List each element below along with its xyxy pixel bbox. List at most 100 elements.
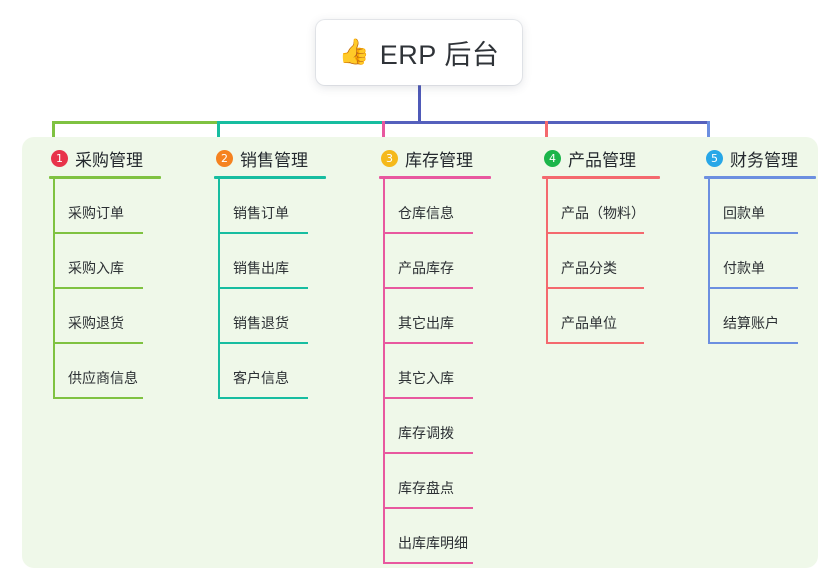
list-item-label: 供应商信息 [68, 370, 138, 386]
list-item-rule [546, 342, 644, 344]
list-item[interactable]: 采购订单 [35, 179, 195, 234]
list-item-label: 销售退货 [233, 315, 289, 331]
list-item[interactable]: 出库库明细 [365, 509, 525, 564]
branch-item-list-4: 产品（物料） 产品分类产品单位 [528, 179, 688, 344]
branch-badge-4: 4 [544, 149, 561, 167]
list-item-label: 产品分类 [561, 260, 617, 276]
list-item[interactable]: 库存盘点 [365, 454, 525, 509]
branch-badge-2: 2 [216, 149, 233, 167]
list-item-rule [383, 507, 473, 509]
branch-item-list-5: 回款单付款单结算账户 [690, 179, 839, 344]
list-item[interactable]: 结算账户 [690, 289, 839, 344]
connector-bar-segment-1 [52, 121, 217, 124]
list-item[interactable]: 采购入库 [35, 234, 195, 289]
branch-header-2[interactable]: 2 销售管理 [200, 145, 360, 171]
list-item[interactable]: 销售订单 [200, 179, 360, 234]
list-item[interactable]: 产品单位 [528, 289, 688, 344]
branch-title-1: 采购管理 [75, 150, 143, 170]
root-node[interactable]: 👍 ERP 后台 [316, 20, 522, 85]
list-item-label: 采购订单 [68, 205, 124, 221]
list-item-rule [383, 397, 473, 399]
branch-title-5: 财务管理 [730, 150, 798, 170]
thumbs-up-icon: 👍 [338, 38, 370, 66]
branch-header-rule-1 [49, 176, 161, 179]
branch-title-3: 库存管理 [405, 150, 473, 170]
branch-badge-1: 1 [51, 149, 68, 167]
list-item-label: 产品（物料） [561, 205, 645, 221]
list-item-rule [546, 287, 644, 289]
list-item-label: 其它出库 [398, 315, 454, 331]
branch-header-rule-4 [542, 176, 660, 179]
list-item[interactable]: 客户信息 [200, 344, 360, 399]
list-item-rule [218, 342, 308, 344]
list-item-label: 库存盘点 [398, 480, 454, 496]
branch-column-2: 2 销售管理销售订单销售出库销售退货客户信息 [200, 145, 360, 399]
list-item-label: 付款单 [723, 260, 765, 276]
list-item-rule [708, 232, 798, 234]
list-item[interactable]: 产品（物料） [528, 179, 688, 234]
branch-column-1: 1 采购管理采购订单采购入库采购退货供应商信息 [35, 145, 195, 399]
list-item-label: 结算账户 [723, 315, 779, 331]
list-item-rule [53, 342, 143, 344]
list-item-rule [218, 287, 308, 289]
connector-bar-segment-2 [217, 121, 382, 124]
list-item[interactable]: 采购退货 [35, 289, 195, 344]
list-item-rule [53, 232, 143, 234]
list-item-rule [53, 397, 143, 399]
root-node-title: ERP 后台 [379, 40, 500, 70]
list-item-label: 采购退货 [68, 315, 124, 331]
list-item-rule [383, 562, 473, 564]
branch-header-3[interactable]: 3 库存管理 [365, 145, 525, 171]
root-connector-stem [418, 85, 421, 124]
list-item-rule [383, 287, 473, 289]
list-item[interactable]: 仓库信息 [365, 179, 525, 234]
branch-panel [22, 137, 818, 568]
branch-title-2: 销售管理 [240, 150, 308, 170]
list-item-label: 产品单位 [561, 315, 617, 331]
list-item-rule [383, 232, 473, 234]
list-item[interactable]: 其它出库 [365, 289, 525, 344]
list-item[interactable]: 销售退货 [200, 289, 360, 344]
list-item[interactable]: 产品分类 [528, 234, 688, 289]
list-item-label: 产品库存 [398, 260, 454, 276]
branch-stem-3 [383, 179, 385, 564]
list-item[interactable]: 其它入库 [365, 344, 525, 399]
list-item-rule [708, 342, 798, 344]
branch-header-rule-2 [214, 176, 326, 179]
list-item[interactable]: 库存调拨 [365, 399, 525, 454]
branch-column-5: 5 财务管理回款单付款单结算账户 [690, 145, 839, 344]
list-item-rule [708, 287, 798, 289]
branch-stem-1 [53, 179, 55, 399]
list-item[interactable]: 回款单 [690, 179, 839, 234]
list-item-label: 仓库信息 [398, 205, 454, 221]
branch-stem-5 [708, 179, 710, 344]
list-item[interactable]: 销售出库 [200, 234, 360, 289]
list-item-label: 销售订单 [233, 205, 289, 221]
branch-badge-5: 5 [706, 149, 723, 167]
list-item-rule [546, 232, 644, 234]
branch-header-1[interactable]: 1 采购管理 [35, 145, 195, 171]
branch-stem-4 [546, 179, 548, 344]
branch-item-list-1: 采购订单采购入库采购退货供应商信息 [35, 179, 195, 399]
list-item-rule [53, 287, 143, 289]
branch-header-rule-5 [704, 176, 816, 179]
branch-header-5[interactable]: 5 财务管理 [690, 145, 839, 171]
root-node-content: 👍 ERP 后台 [339, 33, 500, 72]
list-item-label: 其它入库 [398, 370, 454, 386]
list-item[interactable]: 供应商信息 [35, 344, 195, 399]
branch-stem-2 [218, 179, 220, 399]
list-item[interactable]: 产品库存 [365, 234, 525, 289]
list-item-label: 回款单 [723, 205, 765, 221]
list-item-rule [383, 342, 473, 344]
list-item-rule [383, 452, 473, 454]
branch-item-list-3: 仓库信息产品库存其它出库其它入库库存调拨库存盘点出库库明细 [365, 179, 525, 564]
list-item-rule [218, 232, 308, 234]
list-item-label: 销售出库 [233, 260, 289, 276]
list-item[interactable]: 付款单 [690, 234, 839, 289]
list-item-rule [218, 397, 308, 399]
branch-badge-3: 3 [381, 149, 398, 167]
branch-item-list-2: 销售订单销售出库销售退货客户信息 [200, 179, 360, 399]
